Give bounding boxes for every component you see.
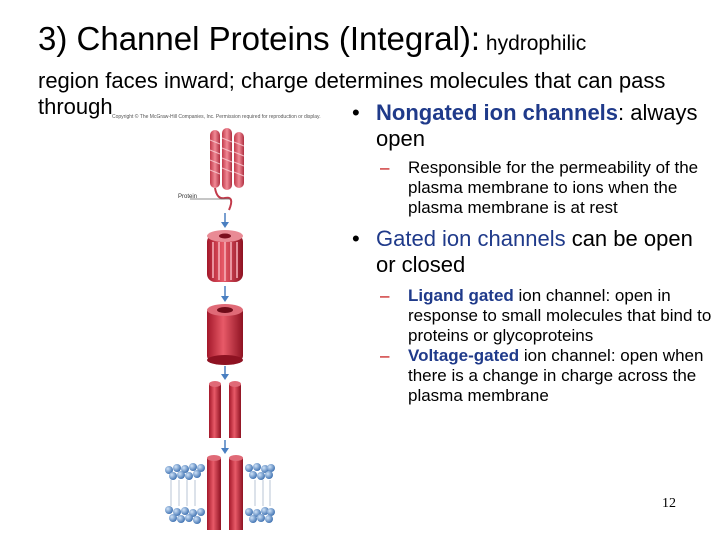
protein-pointer-line xyxy=(190,198,230,200)
membrane-bilayer xyxy=(165,455,275,530)
sub-bullet-text: Responsible for the permeability of the … xyxy=(408,158,699,217)
title-main: 3) Channel Proteins (Integral): xyxy=(38,20,481,57)
bullet-list: •Nongated ion channels: always open –Res… xyxy=(352,100,712,406)
arrow-down-icon xyxy=(221,440,229,454)
dash-marker: – xyxy=(380,158,390,177)
copyright-notice: Copyright © The McGraw-Hill Companies, I… xyxy=(112,114,321,120)
title-small: hydrophilic xyxy=(480,32,587,55)
subtitle-text: region faces inward; charge determines m… xyxy=(38,68,666,119)
bullet-text: can be open or closed xyxy=(376,226,693,277)
channel-cylinder xyxy=(207,304,243,365)
page-number: 12 xyxy=(662,496,676,511)
sub-bullet-permeability: –Responsible for the permeability of the… xyxy=(352,158,712,218)
arrow-down-icon xyxy=(221,213,229,228)
slide-title: 3) Channel Proteins (Integral): hydrophi… xyxy=(38,20,708,58)
sub-bullet-text: ion channel: open when there is a change… xyxy=(408,346,704,405)
bullet-nongated: • Nongated ion channels: always open xyxy=(352,100,712,152)
channel-bundle xyxy=(207,230,243,282)
bullet-head: Gated ion channels xyxy=(376,226,566,251)
bullet-marker: • xyxy=(352,100,360,125)
bullet-text: : always open xyxy=(376,100,698,151)
arrow-down-icon xyxy=(221,286,229,302)
bullet-marker: • xyxy=(352,226,360,251)
bullet-gated: • Gated ion channels can be open or close… xyxy=(352,226,712,278)
dash-marker: – xyxy=(380,346,390,365)
sub-bullet-voltage: –Voltage-gated ion channel: open when th… xyxy=(352,346,712,406)
bullet-head: Nongated ion channels xyxy=(376,100,619,125)
sub-bullet-ligand: –Ligand gated ion channel: open in respo… xyxy=(352,286,712,346)
sub-bullet-text: ion channel: open in response to small m… xyxy=(408,286,712,345)
helix-bundle xyxy=(209,128,245,211)
protein-label: Protein xyxy=(178,194,198,200)
channel-cutaway xyxy=(209,381,241,438)
dash-marker: – xyxy=(380,286,390,305)
sub-bullet-head: Voltage-gated xyxy=(408,346,520,365)
arrow-down-icon xyxy=(221,366,229,380)
sub-bullet-head: Ligand gated xyxy=(408,286,514,305)
channel-protein-figure xyxy=(165,128,275,530)
